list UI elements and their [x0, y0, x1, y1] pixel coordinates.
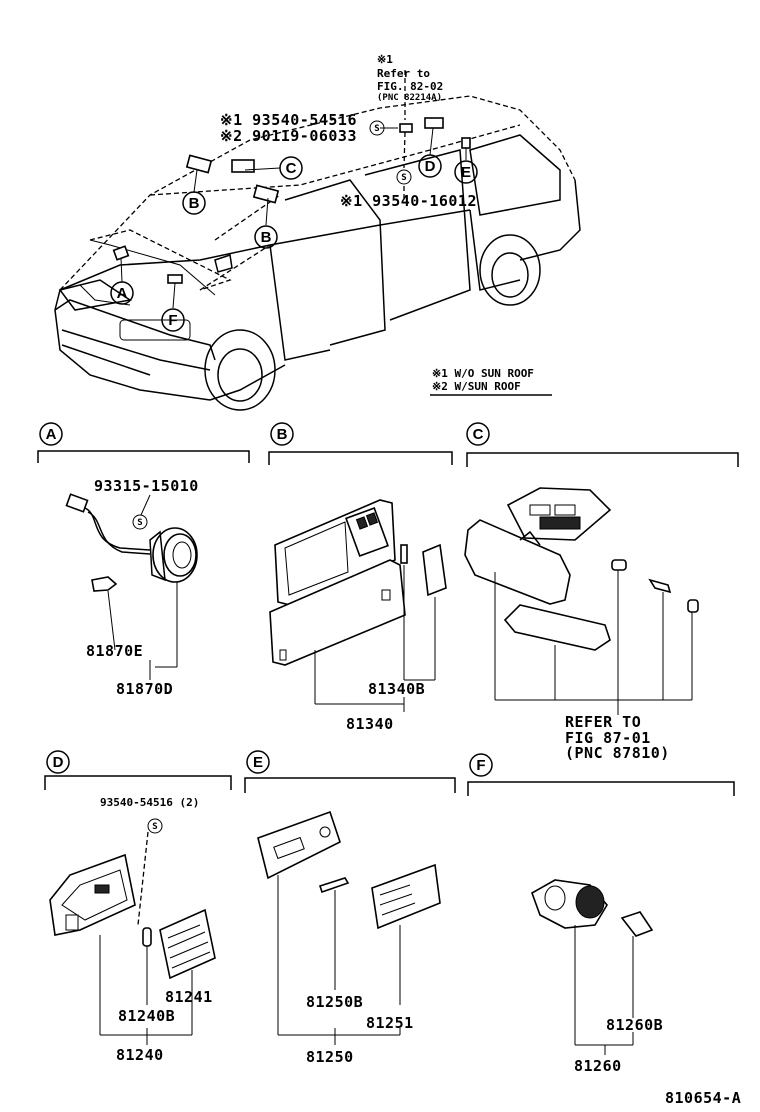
section-B-letter: B	[277, 426, 288, 443]
callout-A: A	[117, 285, 128, 302]
mark1-symbol: ※1	[377, 53, 393, 66]
callout-B-right: B	[261, 229, 272, 246]
footer-code: 810654-A	[665, 1089, 741, 1107]
refer-line1: Refer to	[377, 67, 430, 80]
screw-mark-1: S	[374, 124, 379, 134]
section-F-letter: F	[476, 757, 485, 774]
section-F-assy: 81260	[574, 1057, 622, 1075]
callout-D: D	[425, 158, 436, 175]
section-B-sub: 81340B	[368, 680, 425, 698]
section-D-screw: 93540-54516 (2)	[100, 796, 199, 809]
section-D-screw-mark: S	[152, 822, 157, 832]
callout-F: F	[168, 312, 177, 329]
section-C-letter: C	[473, 426, 484, 443]
legend-wo-sunroof: ※1 W/O SUN ROOF	[432, 367, 534, 380]
vehicle-sunroof-bracket	[399, 123, 413, 133]
section-E-assy: 81250	[306, 1048, 354, 1066]
section-E: E 81250B 81251 81250	[244, 750, 456, 1066]
refer-line2: FIG. 82-02	[377, 80, 443, 93]
vehicle-sunvisor-left	[185, 154, 213, 174]
refer-line3: (PNC 82214A)	[377, 93, 442, 103]
vehicle-callouts: A B C B D E F S S	[110, 120, 478, 332]
section-C-refer-1: REFER TO	[565, 713, 641, 731]
section-E-bulb: 81250B	[306, 993, 363, 1011]
callout-C: C	[286, 160, 297, 177]
section-F-bulb: 81260B	[606, 1016, 663, 1034]
section-A-bulb: 81870E	[86, 642, 143, 660]
section-D: D 93540-54516 (2) S 81241 81240B 81240	[44, 750, 232, 1064]
section-A: A 93315-15010 S 81870E 81870D	[37, 422, 250, 698]
part-93540-54516: ※1 93540-54516	[220, 111, 357, 129]
section-C: C REFER TO FIG 87-01 (PNC 87810)	[464, 422, 739, 762]
screw-mark-2: S	[401, 173, 406, 183]
section-A-screw: 93315-15010	[94, 477, 199, 495]
section-C-refer-3: (PNC 87810)	[565, 744, 670, 762]
vehicle-map-lamp	[424, 117, 444, 129]
section-D-letter: D	[53, 754, 64, 771]
section-F: F 81260B 81260	[467, 753, 735, 1075]
vehicle-room-lamp	[231, 159, 255, 173]
vehicle-step-lamp	[461, 137, 471, 149]
section-E-letter: E	[253, 754, 263, 771]
legend-w-sunroof: ※2 W/SUN ROOF	[432, 380, 521, 393]
section-D-assy: 81240	[116, 1046, 164, 1064]
vehicle-sunvisor-right	[252, 184, 280, 204]
callout-E: E	[461, 164, 471, 181]
section-E-lens: 81251	[366, 1014, 414, 1032]
vehicle-glove-lamp	[167, 274, 183, 284]
vehicle-ignition-lamp	[112, 245, 130, 261]
header-notes: ※1 Refer to FIG. 82-02 (PNC 82214A) ※1 9…	[220, 53, 552, 396]
section-D-lens: 81241	[165, 988, 213, 1006]
part-93540-16012: ※1 93540-16012	[340, 192, 477, 210]
section-A-screw-mark: S	[137, 518, 142, 528]
section-B: B 81340B 81340	[268, 422, 453, 733]
section-C-refer-2: FIG 87-01	[565, 729, 651, 747]
part-90119-06033: ※2 90119-06033	[220, 127, 357, 145]
vehicle-illustration	[54, 70, 581, 411]
section-A-letter: A	[46, 426, 57, 443]
section-D-bulb: 81240B	[118, 1007, 175, 1025]
section-A-assy: 81870D	[116, 680, 173, 698]
callout-B-left: B	[189, 195, 200, 212]
section-B-assy: 81340	[346, 715, 394, 733]
